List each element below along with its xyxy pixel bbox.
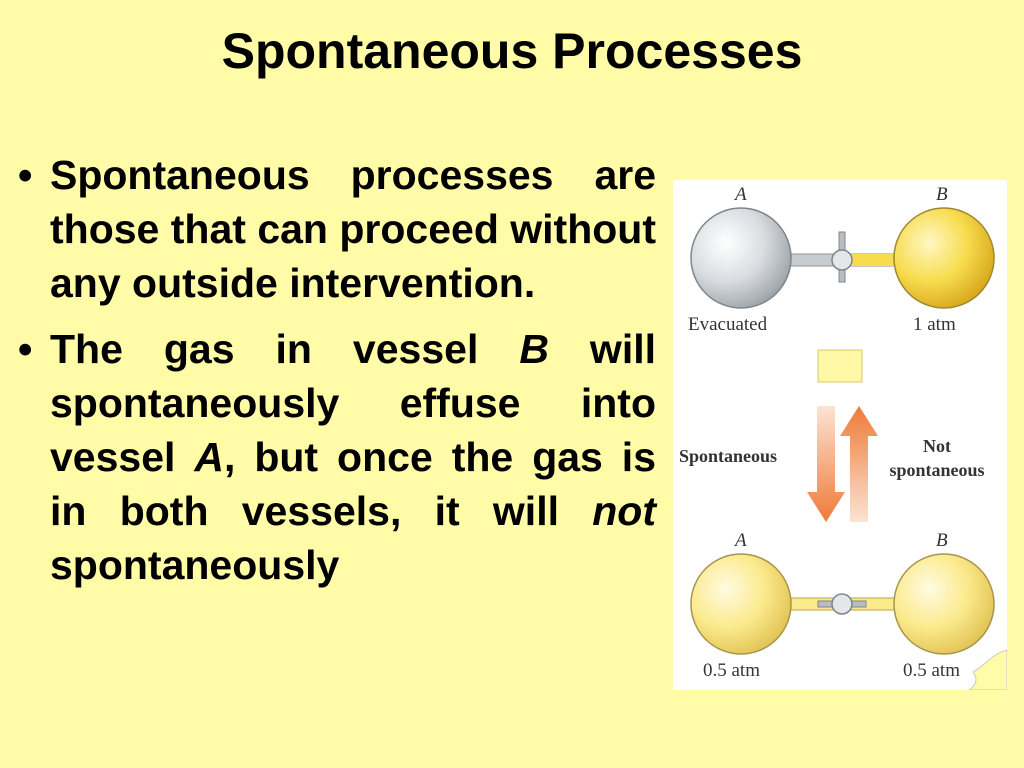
bullet-item: • The gas in vessel B will spontaneously… [18,322,656,592]
color-swatch [817,349,863,383]
bullet-emphasis: B [519,326,549,372]
stopcock-closed [831,249,853,271]
flask-a-half [690,553,792,655]
bottom-apparatus: A B 0.5 atm 0.5 atm [690,530,995,681]
bullet-dot: • [18,152,33,198]
top-caption-a: Evacuated [688,314,768,335]
effusion-diagram: A B Evacuated 1 atm Spontaneous Not spon… [679,184,1007,690]
bullet-emphasis: not [592,488,656,534]
stopcock-open [831,593,853,615]
top-apparatus: A B Evacuated 1 atm [688,184,995,335]
bullet-list: • Spontaneous processes are those that c… [18,148,656,604]
effusion-figure: A B Evacuated 1 atm Spontaneous Not spon… [673,180,1007,690]
flask-b-half [893,553,995,655]
top-label-b: B [936,184,948,205]
bullet-text-part: , but once the gas is in both vessels, i… [50,434,656,534]
bottom-label-a: A [733,530,747,551]
not-spontaneous-label-line2: spontaneous [889,460,984,480]
bottom-caption-a: 0.5 atm [703,660,760,681]
bottom-caption-b: 0.5 atm [903,660,960,681]
bullet-text-part: spontaneously [50,542,340,588]
not-spontaneous-label-line1: Not [923,436,951,456]
bullet-text-part: will spontaneously effuse into vessel [50,326,656,480]
bullet-emphasis: A [194,434,224,480]
flask-a-evacuated [690,207,792,309]
gas-in-tube [848,254,898,266]
bullet-item: • Spontaneous processes are those that c… [18,148,656,310]
bullet-text-part: The gas in vessel [50,326,520,372]
bullet-text: Spontaneous processes are those that can… [50,152,656,306]
not-spontaneous-arrow [840,406,878,522]
bottom-label-b: B [936,530,948,551]
process-arrows: Spontaneous Not spontaneous [679,406,985,522]
spontaneous-arrow [807,406,845,522]
spontaneous-label: Spontaneous [679,446,777,466]
flask-b-gas [893,207,995,309]
bullet-dot: • [18,326,33,372]
top-label-a: A [733,184,747,205]
slide-title: Spontaneous Processes [221,23,803,79]
top-caption-b: 1 atm [913,314,956,335]
page-curl [968,649,1007,690]
